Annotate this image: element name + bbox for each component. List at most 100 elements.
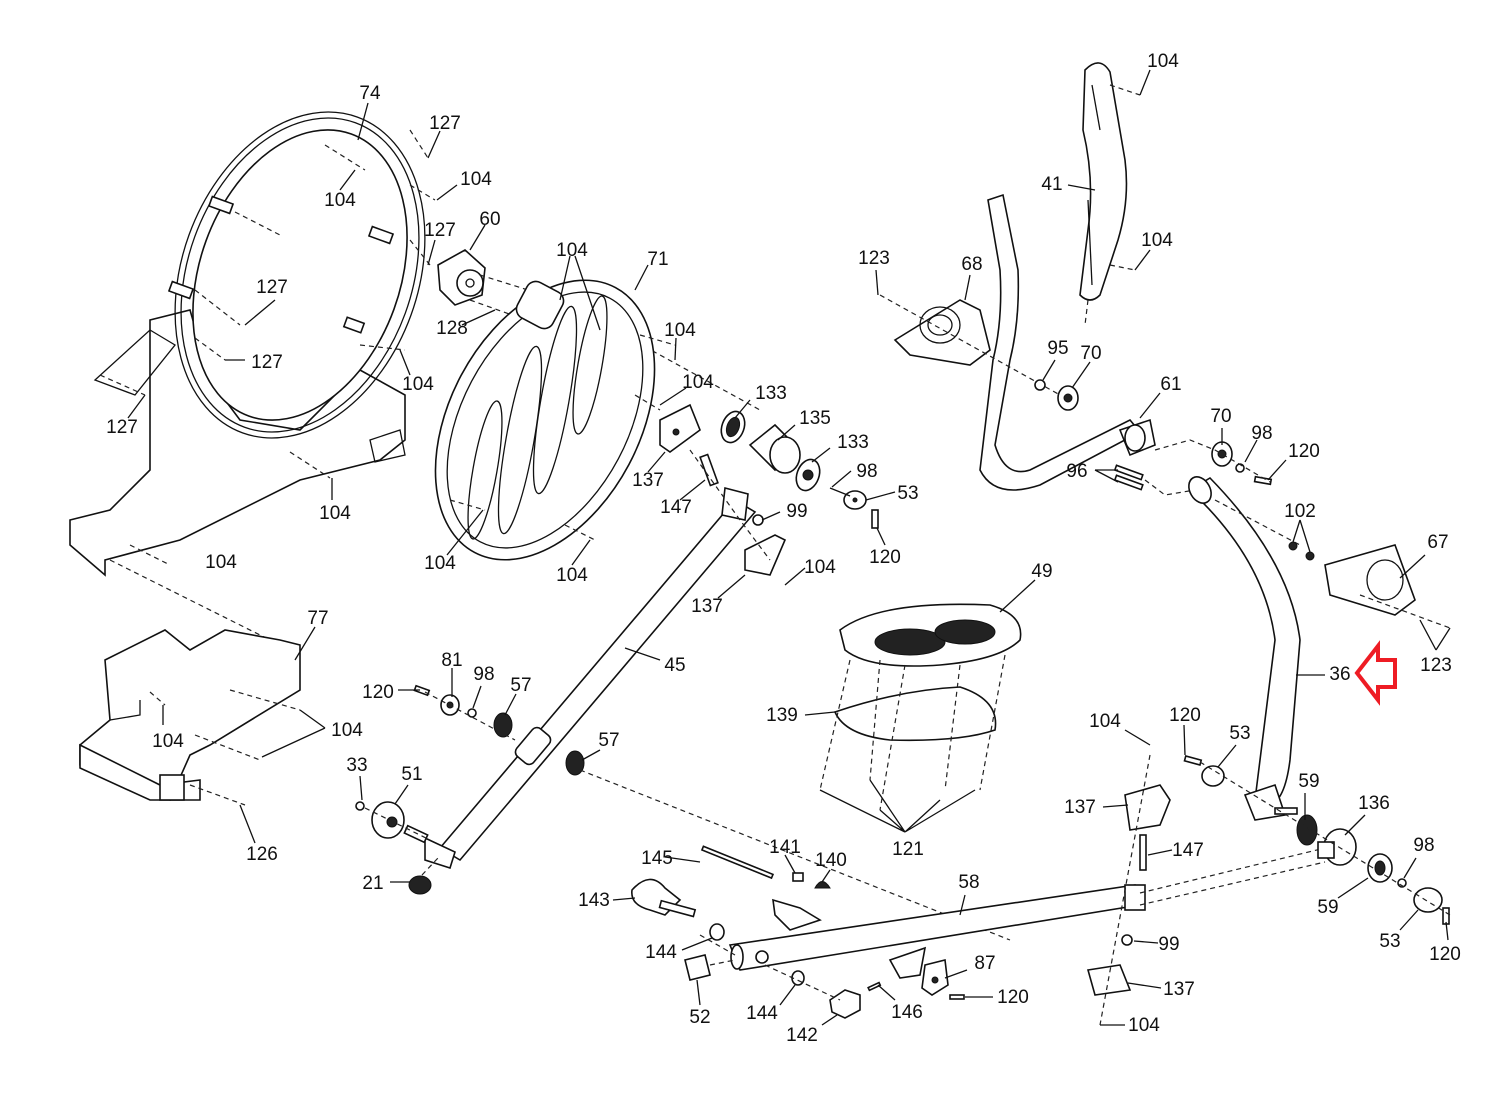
assembly-lines-left [99,129,436,656]
callout-part-104: 104 [324,190,356,211]
part-51-wheel [355,801,431,844]
callout-part-123: 123 [858,248,890,269]
part-137-cap-upper [659,403,701,453]
callout-part-144: 144 [645,942,677,963]
callout-part-60: 60 [479,209,500,230]
arrow-left-icon [1354,640,1397,706]
part-99-nut-a [752,514,764,526]
callout-part-87: 87 [974,953,995,974]
callout-part-53: 53 [1229,723,1250,744]
part-143-145-knob-pin [631,845,775,981]
callout-part-77: 77 [307,608,328,629]
callout-part-135: 135 [799,408,831,429]
callout-part-104: 104 [556,565,588,586]
callout-part-137: 137 [691,596,723,617]
callout-part-137: 137 [1163,979,1195,1000]
callout-part-147: 147 [1172,840,1204,861]
callout-part-127: 127 [106,417,138,438]
callout-part-104: 104 [460,169,492,190]
callout-part-70: 70 [1080,343,1101,364]
callout-part-104: 104 [319,503,351,524]
callout-part-146: 146 [891,1002,923,1023]
callout-part-126: 126 [246,844,278,865]
callout-part-67: 67 [1427,532,1448,553]
callout-part-41: 41 [1041,174,1062,195]
callout-part-120: 120 [997,987,1029,1008]
callout-part-96: 96 [1066,461,1087,482]
callout-part-71: 71 [647,249,668,270]
callout-part-59: 59 [1317,897,1338,918]
callout-part-53: 53 [897,483,918,504]
callout-part-57: 57 [598,730,619,751]
callout-part-144: 144 [746,1003,778,1024]
part-61-upper-arm [979,193,1156,491]
callout-part-139: 139 [766,705,798,726]
callout-part-128: 128 [436,318,468,339]
callout-part-147: 147 [660,497,692,518]
callout-part-98: 98 [473,664,494,685]
callout-part-104: 104 [1141,230,1173,251]
callout-part-123: 123 [1420,655,1452,676]
callout-part-145: 145 [641,848,673,869]
part-74-shroud-ring [69,111,426,577]
part-137-cap-pair-right [1086,754,1171,1026]
part-53-washer-a [829,487,879,529]
callout-part-142: 142 [786,1025,818,1046]
callout-part-137: 137 [1064,797,1096,818]
callout-part-81: 81 [441,650,462,671]
callout-part-127: 127 [429,113,461,134]
callout-part-52: 52 [689,1007,710,1028]
part-133-bearing-b [795,458,821,492]
callout-part-99: 99 [786,501,807,522]
callout-part-59: 59 [1298,771,1319,792]
callout-part-104: 104 [331,720,363,741]
part-95-70-spacers [1034,379,1273,486]
part-135-bushing [748,423,801,474]
callout-part-127: 127 [424,220,456,241]
part-140-141-clip [772,872,831,931]
callout-part-102: 102 [1284,501,1316,522]
callout-part-120: 120 [869,547,901,568]
callout-part-133: 133 [837,432,869,453]
part-67-bracket [1324,544,1451,629]
callout-part-104: 104 [1128,1015,1160,1036]
callout-part-21: 21 [362,873,383,894]
callout-part-127: 127 [256,277,288,298]
callout-part-95: 95 [1047,338,1068,359]
callout-part-98: 98 [856,461,877,482]
callout-part-121: 121 [892,839,924,860]
callout-part-36: 36 [1329,664,1350,685]
callout-part-104: 104 [664,320,696,341]
callout-part-57: 57 [510,675,531,696]
callout-part-137: 137 [632,470,664,491]
part-68-bracket [879,294,1061,396]
part-144-142-146-87-hardware [764,959,965,1019]
callout-part-140: 140 [815,850,847,871]
callout-part-104: 104 [402,374,434,395]
callout-part-74: 74 [359,83,381,104]
callout-part-49: 49 [1031,561,1052,582]
callout-part-136: 136 [1358,793,1390,814]
part-41-grip [1079,62,1141,326]
callout-part-143: 143 [578,890,610,911]
callout-part-99: 99 [1158,934,1179,955]
part-58-pedal-arm [728,847,1326,979]
part-71-side-cover [434,279,676,561]
callout-part-70: 70 [1210,406,1231,427]
callout-part-104: 104 [1089,711,1121,732]
part-53-59-136-hardware-right [1183,755,1451,925]
callout-leaders [127,69,1451,1026]
callout-part-120: 120 [1169,705,1201,726]
part-120-81-98-57-hardware [413,684,1011,941]
callout-part-104: 104 [205,552,237,573]
callout-part-58: 58 [958,872,979,893]
callout-part-51: 51 [401,764,422,785]
callout-part-53: 53 [1379,931,1400,952]
callout-part-68: 68 [961,254,982,275]
callout-part-61: 61 [1160,374,1181,395]
callout-part-98: 98 [1251,423,1272,444]
part-45-upright-arm [424,486,757,870]
part-147-pin-a [699,453,719,487]
callout-part-120: 120 [362,682,394,703]
